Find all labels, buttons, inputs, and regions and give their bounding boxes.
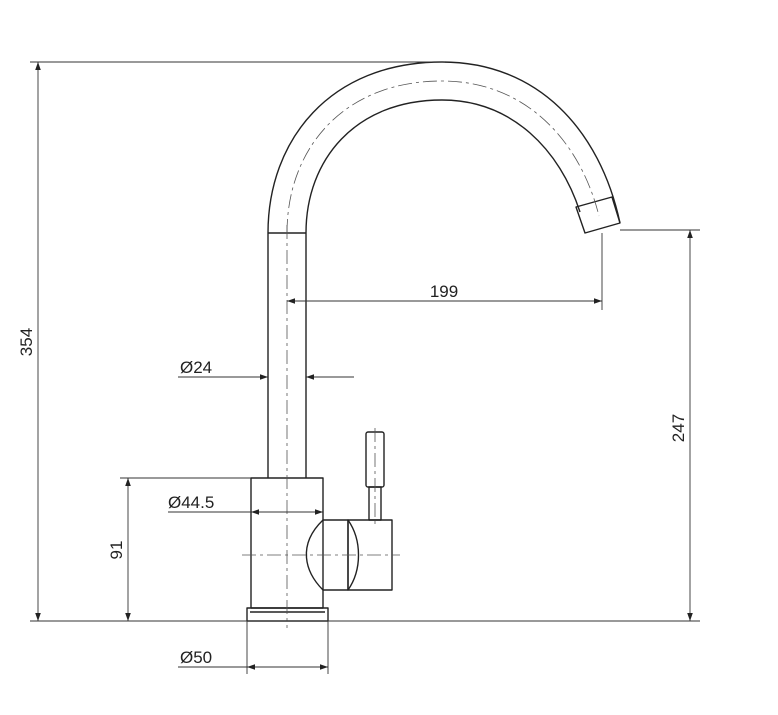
dimension-lines	[35, 62, 693, 670]
spout-outer-arc	[267, 61, 621, 234]
label-base-diameter: Ø50	[180, 648, 212, 667]
label-body-diameter: Ø44.5	[168, 493, 214, 512]
label-spout-reach: 199	[430, 282, 458, 301]
lever-housing-right	[347, 519, 393, 591]
label-body-height: 91	[107, 541, 126, 560]
spout-centerline	[286, 80, 600, 234]
lever-housing-left	[305, 519, 349, 591]
label-spout-height: 247	[669, 414, 688, 442]
spout-tip	[575, 196, 621, 234]
centerlines	[242, 80, 600, 628]
label-total-height: 354	[17, 328, 36, 356]
label-pipe-diameter: Ø24	[180, 358, 212, 377]
extension-lines	[30, 61, 700, 674]
faucet-outline	[246, 61, 621, 622]
dimension-labels: 354 247 91 199 Ø24 Ø44.5 Ø50	[17, 282, 688, 667]
base-plate	[246, 607, 329, 622]
spout-inner-arc	[305, 99, 581, 234]
